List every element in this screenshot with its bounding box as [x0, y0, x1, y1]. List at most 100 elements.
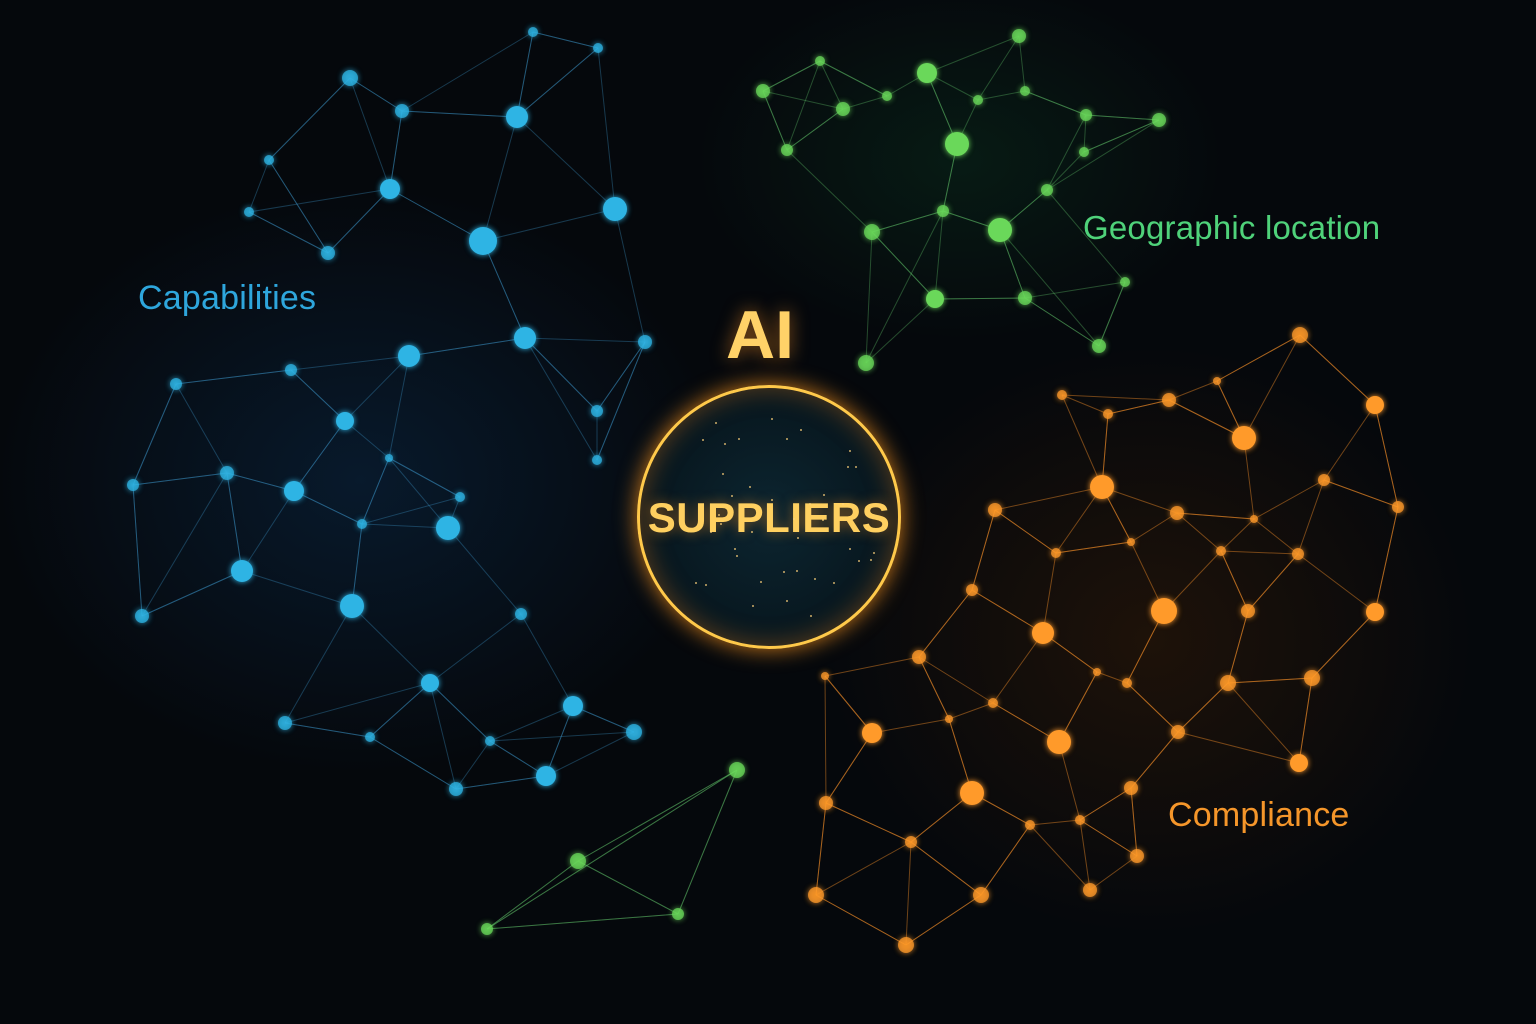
network-node [570, 853, 586, 869]
hub-sparkle [724, 443, 726, 445]
network-node [1020, 86, 1030, 96]
network-node [1124, 781, 1138, 795]
network-node [593, 43, 603, 53]
network-node [1220, 675, 1236, 691]
network-node [815, 56, 825, 66]
compliance-label: Compliance [1168, 796, 1350, 835]
hub-sparkle [810, 615, 812, 617]
network-node [1120, 277, 1130, 287]
hub-sparkle [695, 582, 697, 584]
hub-sparkle [731, 495, 733, 497]
network-node [1090, 475, 1114, 499]
network-node [1151, 598, 1177, 624]
network-node [864, 224, 880, 240]
network-node [1170, 506, 1184, 520]
hub-sparkle [809, 503, 811, 505]
network-node [244, 207, 254, 217]
hub-sparkle [702, 439, 704, 441]
network-node [515, 608, 527, 620]
suppliers-label: SUPPLIERS [640, 494, 898, 542]
geographic-location-label: Geographic location [1083, 209, 1380, 247]
network-node [1025, 820, 1035, 830]
network-node [591, 405, 603, 417]
network-node [1122, 678, 1132, 688]
network-node [1366, 603, 1384, 621]
network-node [1216, 546, 1226, 556]
hub-sparkle [715, 422, 717, 424]
hub-sparkle [847, 466, 849, 468]
network-node [231, 560, 253, 582]
hub-sparkle [796, 570, 798, 572]
network-node [278, 716, 292, 730]
network-node [1130, 849, 1144, 863]
network-node [485, 736, 495, 746]
capabilities-label: Capabilities [138, 279, 316, 318]
network-node [506, 106, 528, 128]
hub-sparkle [738, 438, 740, 440]
network-node [1290, 754, 1308, 772]
hub-sparkle [749, 486, 751, 488]
network-node [1250, 515, 1258, 523]
hub-sparkle [771, 499, 773, 501]
hub-sparkle [705, 584, 707, 586]
network-node [135, 609, 149, 623]
network-node [672, 908, 684, 920]
hub-sparkle [823, 494, 825, 496]
network-node [973, 95, 983, 105]
hub-sparkle [849, 450, 851, 452]
network-node [264, 155, 274, 165]
network-node [945, 715, 953, 723]
network-node [342, 70, 358, 86]
network-node [821, 672, 829, 680]
network-node [898, 937, 914, 953]
network-node [862, 723, 882, 743]
network-node [926, 290, 944, 308]
network-node [1292, 327, 1308, 343]
network-node [469, 227, 497, 255]
network-node [1292, 548, 1304, 560]
network-node [858, 355, 874, 371]
network-node [917, 63, 937, 83]
hub-sparkle [720, 523, 722, 525]
network-node [1012, 29, 1026, 43]
network-node [1075, 815, 1085, 825]
network-node [592, 455, 602, 465]
hub-sparkle [722, 473, 724, 475]
network-node [1032, 622, 1054, 644]
network-node [321, 246, 335, 260]
hub-sparkle [873, 552, 875, 554]
network-node [1318, 474, 1330, 486]
network-node [1018, 291, 1032, 305]
network-node [819, 796, 833, 810]
network-node [988, 503, 1002, 517]
network-node [988, 218, 1012, 242]
network-node [1152, 113, 1166, 127]
network-node [127, 479, 139, 491]
hub-sparkle [786, 600, 788, 602]
network-node [836, 102, 850, 116]
hub-sparkle [752, 605, 754, 607]
network-node [455, 492, 465, 502]
network-node [380, 179, 400, 199]
network-node [536, 766, 556, 786]
suppliers-hub-circle: SUPPLIERS [637, 385, 901, 649]
network-node [1304, 670, 1320, 686]
network-node [1127, 538, 1135, 546]
network-node [1092, 339, 1106, 353]
network-node [1057, 390, 1067, 400]
network-node [808, 887, 824, 903]
hub-sparkle [842, 503, 844, 505]
hub-sparkle [786, 438, 788, 440]
network-node [336, 412, 354, 430]
network-node [905, 836, 917, 848]
hub-sparkle [849, 548, 851, 550]
network-node [781, 144, 793, 156]
network-node [603, 197, 627, 221]
hub-sparkle [710, 531, 712, 533]
network-node [1103, 409, 1113, 419]
network-node [638, 335, 652, 349]
network-node [1080, 109, 1092, 121]
network-node [563, 696, 583, 716]
hub-sparkle [855, 466, 857, 468]
network-node [398, 345, 420, 367]
